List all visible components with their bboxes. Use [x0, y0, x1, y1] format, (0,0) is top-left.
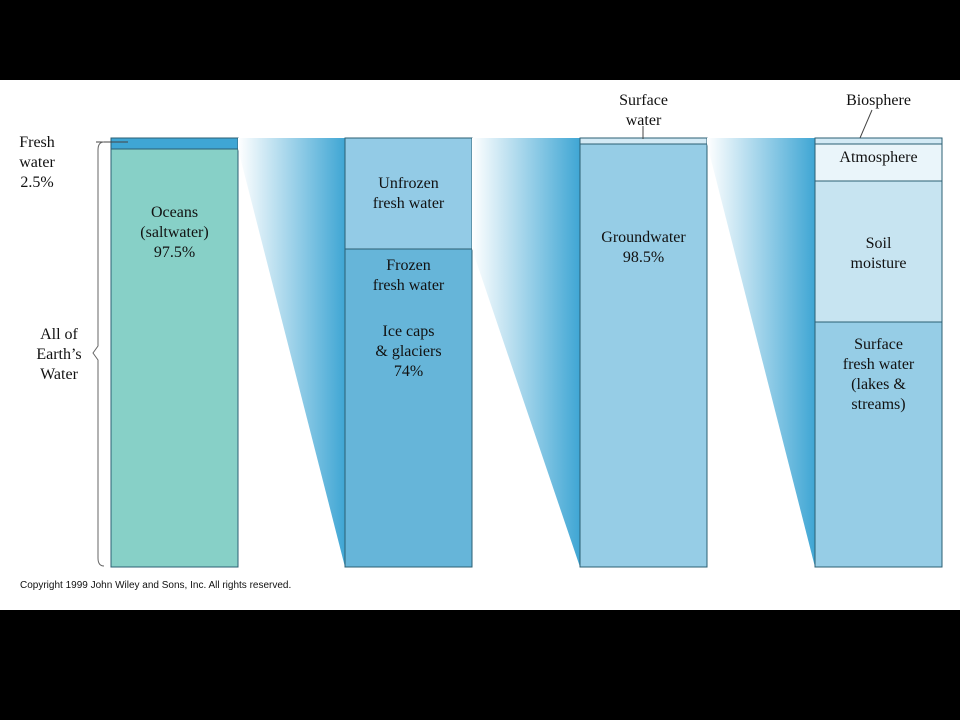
- surface-fresh-water-label: Surface fresh water (lakes & streams): [842, 336, 915, 413]
- unfrozen-fresh-water-segment: [344, 137, 473, 250]
- biosphere-leader-line: [859, 109, 873, 139]
- fresh-water-label: Fresh water 2.5%: [19, 134, 55, 191]
- biosphere-label: Biosphere: [846, 92, 911, 109]
- all-earths-water-label: All of Earth’s Water: [36, 326, 82, 383]
- fresh-water-segment: [110, 137, 239, 150]
- oceans-label: Oceans (saltwater) 97.5%: [140, 204, 209, 261]
- biosphere-segment: [814, 137, 943, 145]
- frozen-fresh-water-segment: [344, 248, 473, 568]
- oceans-segment: [110, 148, 239, 568]
- groundwater-segment: [579, 143, 708, 568]
- soil-moisture-label: Soil moisture: [850, 235, 907, 272]
- frozen-fresh-water-label: Frozen fresh water: [372, 257, 445, 294]
- atmosphere-label: Atmosphere: [839, 149, 918, 166]
- soil-moisture-segment: [814, 180, 943, 323]
- copyright-notice: Copyright 1999 John Wiley and Sons, Inc.…: [20, 580, 292, 591]
- groundwater-label: Groundwater 98.5%: [601, 229, 686, 266]
- funnel-2: [472, 138, 580, 567]
- unfrozen-fresh-water-label: Unfrozen fresh water: [372, 175, 445, 212]
- surface-fresh-water-segment: [814, 321, 943, 568]
- surface-water-label: Surface water: [619, 92, 668, 129]
- earths-water-bracket: [92, 141, 105, 567]
- water-distribution-diagram: [92, 109, 943, 568]
- funnel-3: [707, 138, 815, 567]
- funnel-1: [238, 138, 345, 567]
- ice-caps-label: Ice caps & glaciers 74%: [375, 323, 442, 380]
- diagram-canvas: Fresh water 2.5% All of Earth’s Water Oc…: [0, 80, 960, 610]
